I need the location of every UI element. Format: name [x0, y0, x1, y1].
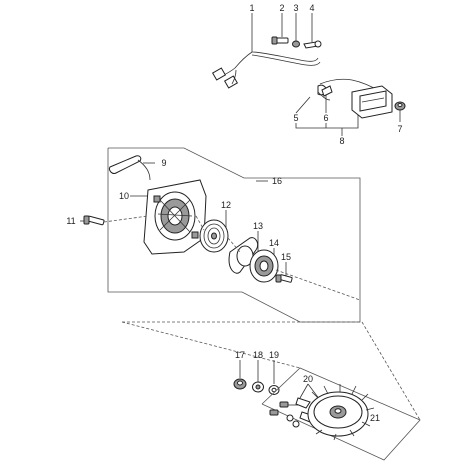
callout-17: 17: [235, 350, 245, 360]
ignition-coil: [317, 78, 393, 119]
washer-part: [268, 385, 280, 395]
callout-19: 19: [269, 350, 279, 360]
callout-5: 5: [293, 113, 298, 123]
callout-labels: 1 2 3 4 5 6 7 8 9 10 11 12 13 14 15 16 1…: [66, 3, 402, 423]
pawl-parts: [269, 397, 315, 428]
callout-14: 14: [269, 238, 279, 248]
callout-10: 10: [119, 191, 129, 201]
screw-part: [83, 215, 105, 226]
callout-3: 3: [293, 3, 298, 13]
starter-housing: [143, 179, 207, 255]
callout-4: 4: [309, 3, 314, 13]
callout-13: 13: [253, 221, 263, 231]
callout-8: 8: [339, 136, 344, 146]
callout-20: 20: [303, 374, 313, 384]
clip-part: [321, 85, 333, 97]
ignition-wiring-group: [211, 13, 406, 136]
ratchet-part: [249, 249, 279, 283]
screw-part: [275, 274, 293, 283]
callout-18: 18: [253, 350, 263, 360]
callout-6: 6: [323, 113, 328, 123]
callout-11: 11: [66, 216, 75, 226]
screw-part: [271, 36, 289, 45]
recoil-spring: [199, 219, 229, 253]
callout-2: 2: [279, 3, 284, 13]
callout-9: 9: [161, 158, 166, 168]
nut-part: [394, 101, 406, 111]
callout-15: 15: [281, 252, 291, 262]
callout-7: 7: [397, 124, 402, 134]
starter-handle: [109, 155, 151, 181]
washer-part: [292, 40, 300, 48]
callout-16: 16: [272, 176, 282, 186]
callout-21: 21: [370, 413, 380, 423]
callout-12: 12: [221, 200, 231, 210]
pulley-part: [228, 237, 259, 274]
callout-1: 1: [249, 3, 254, 13]
washer-part: [252, 381, 264, 393]
starter-assembly-group: [80, 147, 361, 323]
flywheel-group: [121, 321, 421, 461]
terminal-part: [303, 40, 322, 49]
flywheel-part: [307, 384, 375, 441]
nut-part: [233, 378, 247, 390]
